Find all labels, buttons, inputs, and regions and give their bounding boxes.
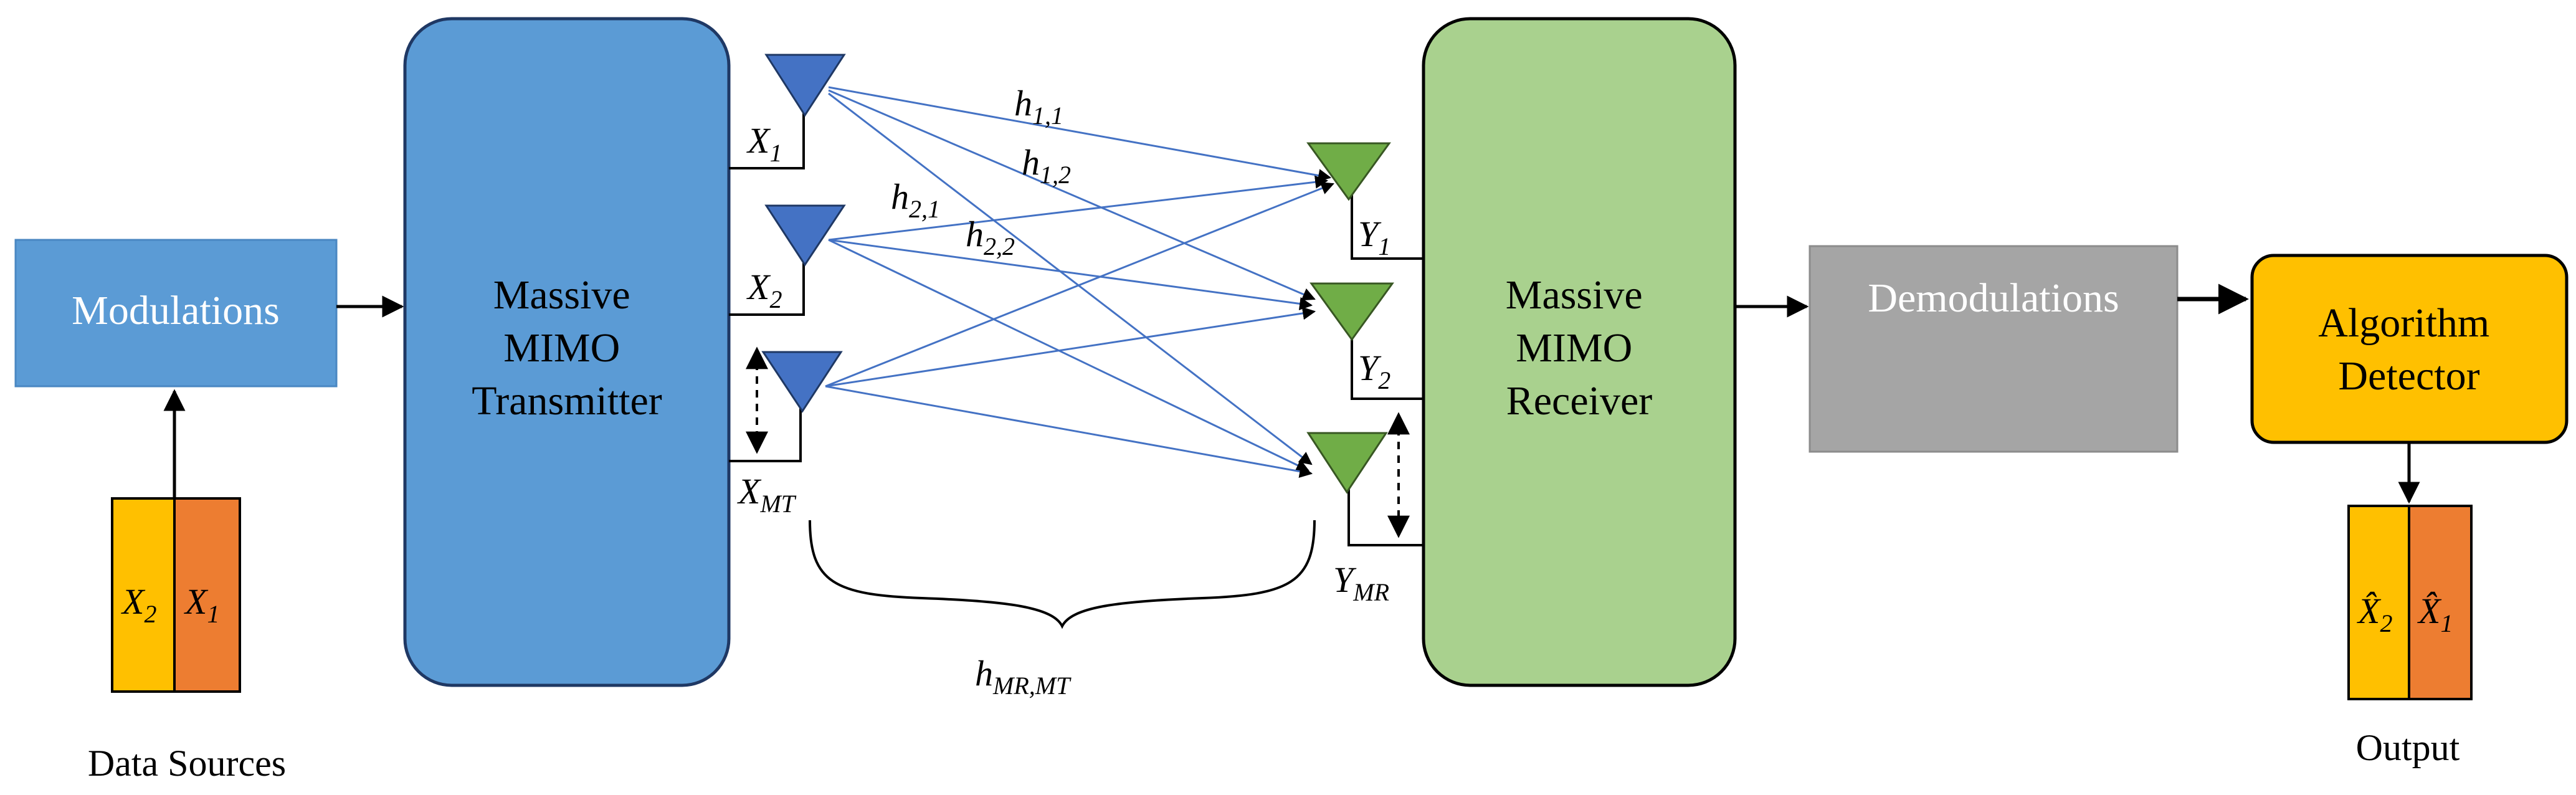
transmitter-label-line1: Massive xyxy=(493,272,630,318)
h12-sub: 1,2 xyxy=(1040,161,1071,189)
source-x1-symbol: X xyxy=(184,581,209,622)
tx-xmt-symbol: X xyxy=(737,471,762,512)
rx-feeds xyxy=(1347,181,1423,546)
channel-line xyxy=(828,175,1329,241)
output-x2-bar xyxy=(2347,505,2410,700)
source-x1-sub: 1 xyxy=(207,600,219,628)
h21-symbol: h xyxy=(891,176,909,217)
modulations-label: Modulations xyxy=(72,288,280,333)
tx-xmt-sub: MT xyxy=(759,490,796,518)
tx-antennas xyxy=(761,54,846,413)
rx-antenna-icon xyxy=(1309,282,1394,341)
transmitter-label-line2: MIMO xyxy=(503,325,620,371)
output-caption: Output xyxy=(2356,727,2460,768)
svg-text:X1: X1 xyxy=(184,581,219,628)
channel-line xyxy=(828,92,1313,465)
svg-text:Y1: Y1 xyxy=(1358,214,1390,260)
svg-text:Algorithm Detector: Algorithm Detector xyxy=(2318,300,2500,399)
channel-brace xyxy=(809,520,1316,629)
channel-line xyxy=(828,239,1309,472)
svg-text:hMR,MT: hMR,MT xyxy=(975,653,1072,700)
source-x2-bar xyxy=(111,497,176,693)
hmrmt-sub: MR,MT xyxy=(992,672,1072,700)
receiver-label-line1: Massive xyxy=(1506,272,1643,318)
output-x2-sub: 2 xyxy=(2380,609,2392,637)
h22-symbol: h xyxy=(966,214,984,254)
transmitter-block xyxy=(403,17,731,687)
h22-sub: 2,2 xyxy=(984,232,1015,260)
output-x1-sub: 1 xyxy=(2440,609,2453,637)
h11-sub: 1,1 xyxy=(1032,102,1063,130)
h11-symbol: h xyxy=(1014,83,1032,123)
detector-label-line2: Detector xyxy=(2338,353,2479,399)
svg-text:Massive MIMO Transmitt: Massive MIMO Transmitter xyxy=(472,272,662,424)
output-x2-symbol: X̂ xyxy=(2357,591,2382,631)
data-sources: X2 X1 xyxy=(111,389,241,693)
h12-symbol: h xyxy=(1022,142,1040,183)
svg-text:Massive MIMO Receiver: Massive MIMO Receiver xyxy=(1506,272,1653,424)
receiver-label-line3: Receiver xyxy=(1506,378,1653,424)
rx-ymr-sub: MR xyxy=(1352,578,1389,606)
rx-antenna-icon xyxy=(1306,142,1391,201)
svg-text:X1: X1 xyxy=(746,120,782,167)
tx-antenna-icon xyxy=(764,204,846,267)
svg-text:h1,1: h1,1 xyxy=(1014,83,1063,130)
tx-x1-symbol: X xyxy=(746,120,771,161)
receiver-label-line2: MIMO xyxy=(1516,325,1632,371)
hmrmt-symbol: h xyxy=(975,653,993,693)
transmitter-label-line3: Transmitter xyxy=(472,378,662,424)
tx-antenna-icon xyxy=(764,54,846,117)
channel-line xyxy=(828,86,1332,182)
channel-line xyxy=(828,239,1313,310)
data-sources-caption: Data Sources xyxy=(88,743,286,784)
rx-y1-symbol: Y xyxy=(1358,214,1382,254)
source-x2-symbol: X xyxy=(121,581,146,622)
channel-line xyxy=(825,182,1334,388)
svg-text:YMR: YMR xyxy=(1333,559,1389,606)
output-x1-bar xyxy=(2408,505,2473,700)
svg-text:X2: X2 xyxy=(746,267,782,313)
tx-x2-symbol: X xyxy=(746,267,771,307)
svg-text:Y2: Y2 xyxy=(1358,348,1390,394)
demodulations-label: Demodulations xyxy=(1868,275,2119,321)
svg-text:h2,1: h2,1 xyxy=(891,176,940,223)
detector-block xyxy=(2250,254,2569,444)
svg-text:X̂1: X̂1 xyxy=(2417,591,2453,637)
detector-label-line1: Algorithm xyxy=(2318,300,2489,346)
svg-text:X2: X2 xyxy=(121,581,156,628)
rx-y2-sub: 2 xyxy=(1378,366,1390,394)
rx-y1-sub: 1 xyxy=(1378,232,1390,260)
modulations-block xyxy=(14,239,338,388)
output-x1-symbol: X̂ xyxy=(2417,591,2442,631)
svg-text:h1,2: h1,2 xyxy=(1022,142,1071,189)
rx-antennas xyxy=(1306,142,1394,494)
tx-feeds xyxy=(729,93,805,462)
source-x1-bar xyxy=(173,497,241,693)
demodulations-block xyxy=(1808,245,2179,453)
source-x2-sub: 2 xyxy=(144,600,156,628)
channel-lines xyxy=(825,86,1334,478)
rx-y2-symbol: Y xyxy=(1358,348,1382,388)
tx-x1-sub: 1 xyxy=(769,139,782,167)
h21-sub: 2,1 xyxy=(909,195,940,223)
output: X̂2 X̂1 xyxy=(2347,505,2473,700)
channel-line xyxy=(825,307,1316,388)
svg-text:X̂2: X̂2 xyxy=(2357,591,2392,637)
tx-antenna-icon xyxy=(761,351,843,413)
receiver-block xyxy=(1422,17,1737,687)
rx-ymr-symbol: Y xyxy=(1333,559,1357,600)
svg-text:XMT: XMT xyxy=(737,471,797,518)
channel-line xyxy=(828,89,1316,301)
svg-text:h2,2: h2,2 xyxy=(966,214,1015,260)
rx-antenna-icon xyxy=(1306,432,1388,494)
channel-line xyxy=(825,385,1313,478)
tx-x2-sub: 2 xyxy=(769,285,782,313)
